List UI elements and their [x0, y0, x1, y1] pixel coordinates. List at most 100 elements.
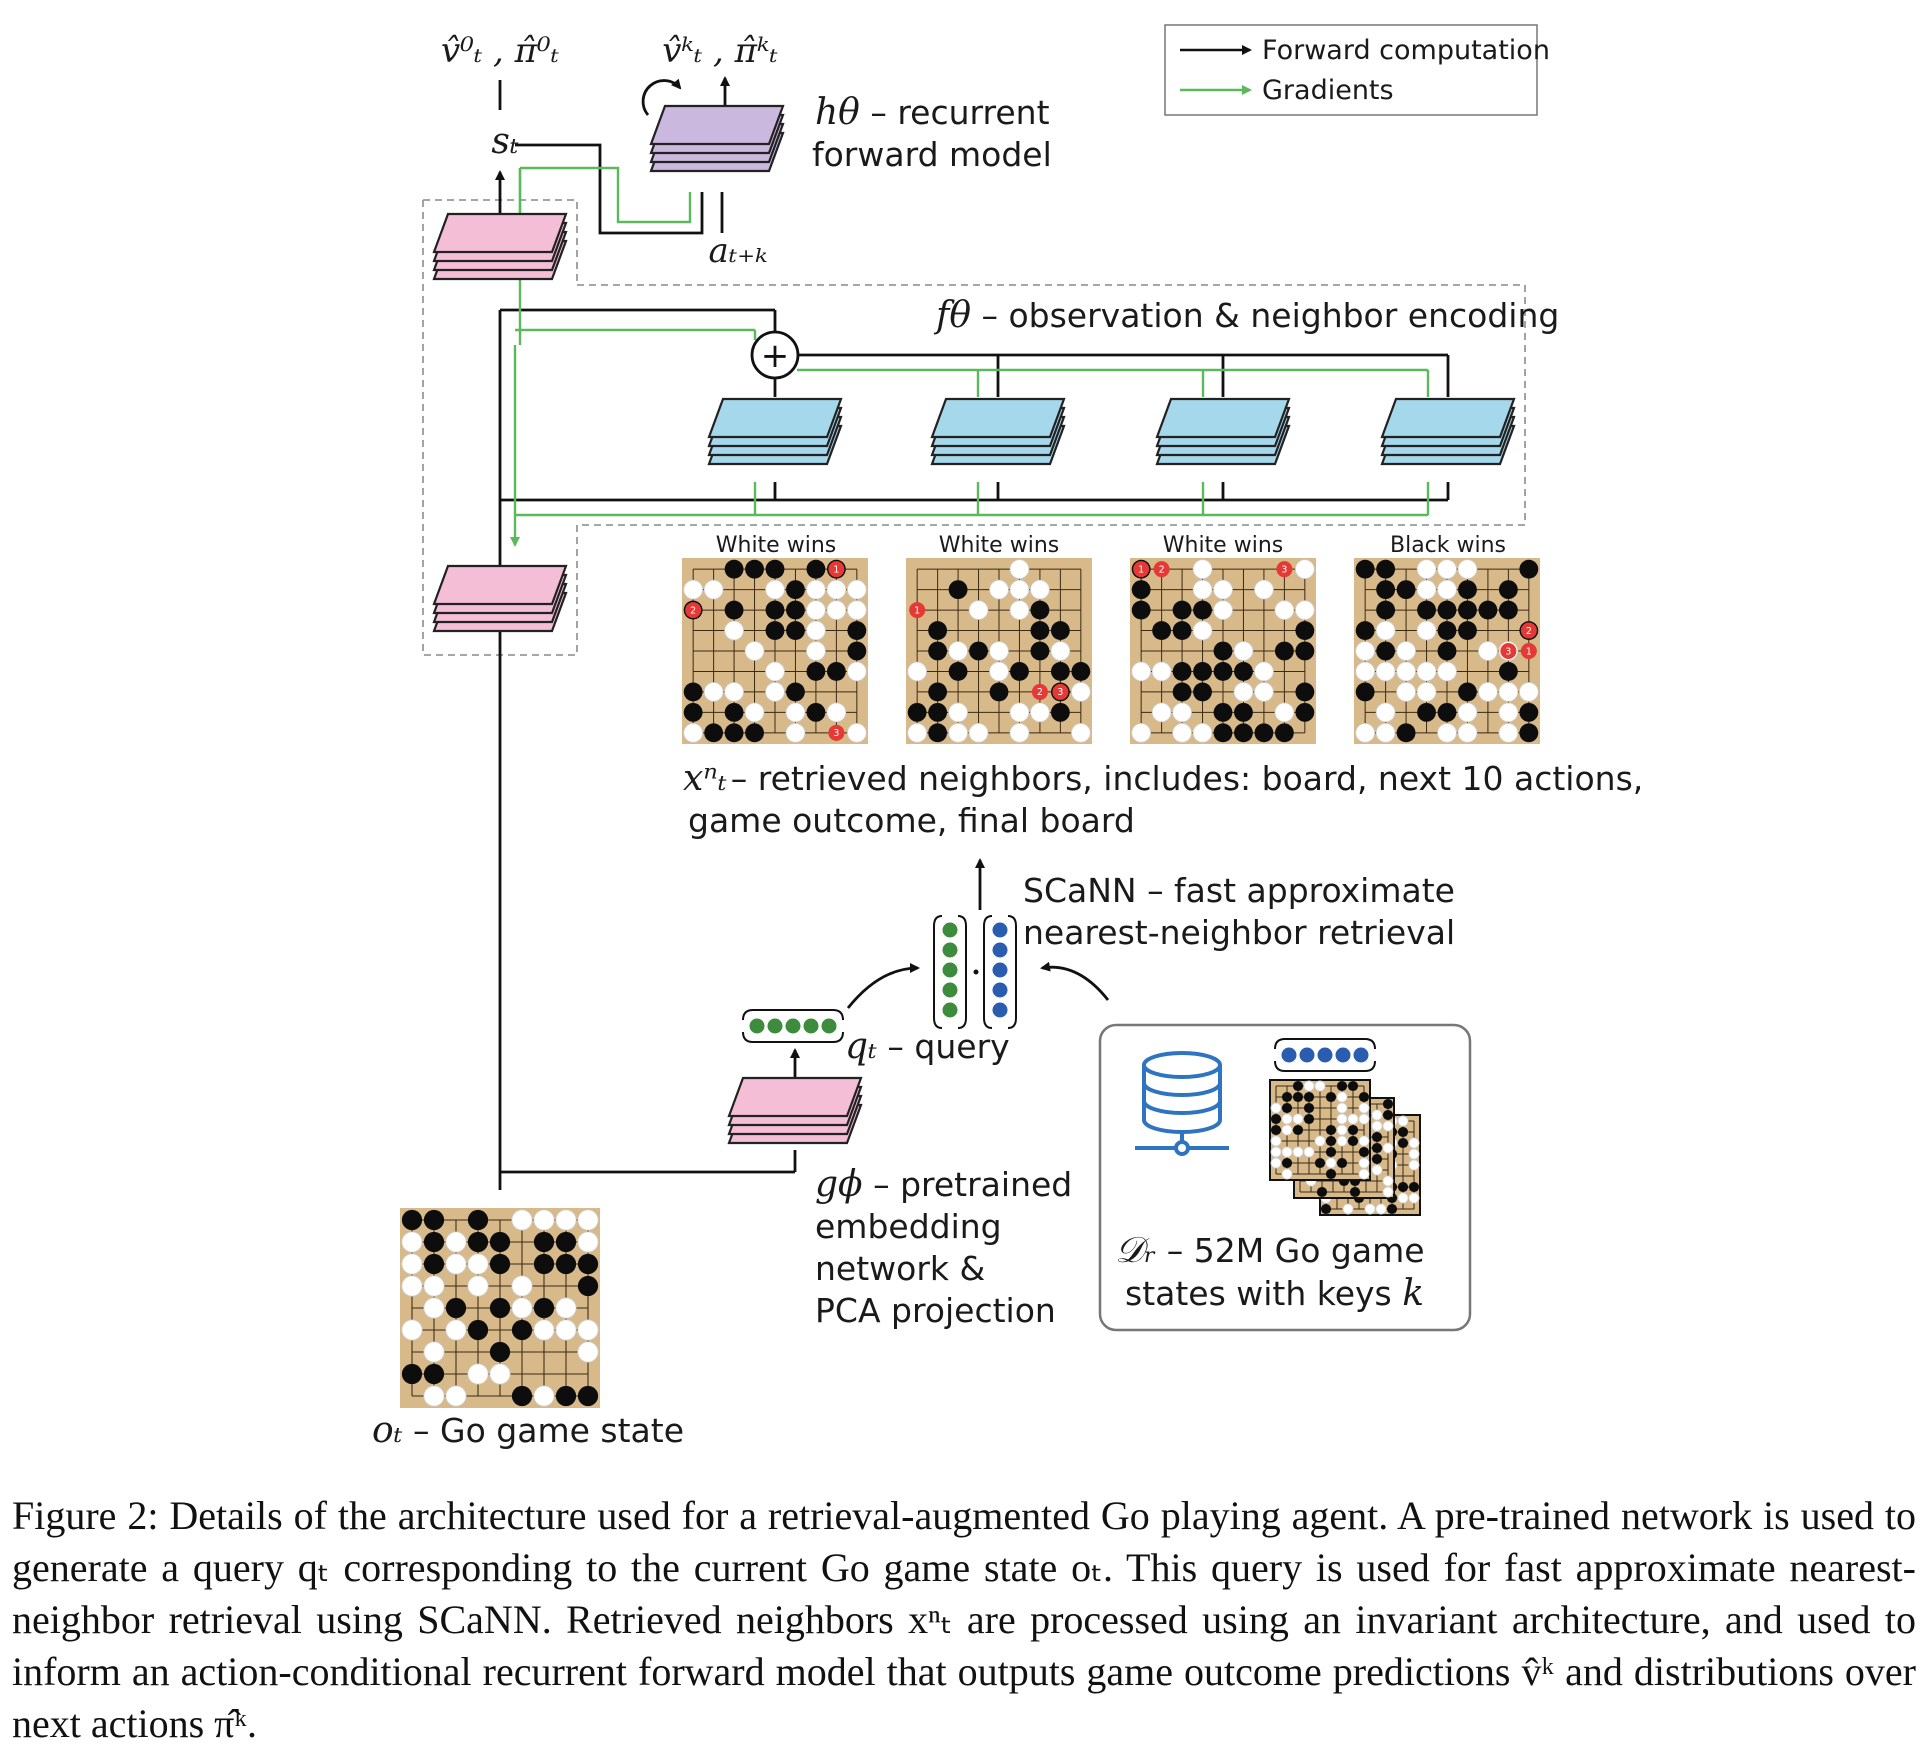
- step-k-prediction-label: v̂ᵏₜ , π̂ᵏₜ: [662, 31, 778, 71]
- white-stone: [765, 661, 785, 682]
- move-number: 2: [1159, 564, 1165, 575]
- white-stone: [1270, 1146, 1282, 1158]
- black-stone: [1193, 682, 1212, 702]
- black-stone: [1336, 1080, 1348, 1092]
- white-stone: [826, 579, 847, 600]
- black-stone: [1030, 600, 1050, 620]
- black-stone: [724, 702, 744, 722]
- white-stone: [1416, 661, 1437, 682]
- white-stone: [1375, 620, 1396, 641]
- black-stone: [989, 682, 1009, 702]
- black-stone: [1316, 1186, 1328, 1198]
- black-stone: [1437, 641, 1457, 661]
- g-phi-stack: [727, 1076, 863, 1145]
- black-stone: [1458, 580, 1477, 600]
- black-stone: [724, 600, 744, 620]
- white-stone: [1131, 723, 1151, 743]
- black-stone: [511, 1385, 533, 1407]
- black-stone: [1292, 1091, 1304, 1103]
- white-stone: [1355, 641, 1375, 661]
- black-stone: [1325, 1091, 1337, 1103]
- white-stone: [1371, 1120, 1383, 1132]
- move-number: 3: [1505, 646, 1511, 657]
- figure-caption: Figure 2: Details of the architecture us…: [12, 1493, 1916, 1746]
- white-stone: [1009, 559, 1030, 579]
- vector-element: [785, 1018, 801, 1034]
- white-stone: [577, 1319, 599, 1341]
- vector-bracket: [957, 915, 967, 1029]
- white-stone: [401, 1253, 423, 1275]
- white-stone: [1358, 1157, 1370, 1169]
- gradient-connections: [510, 166, 1430, 547]
- black-stone: [555, 1231, 577, 1253]
- black-stone: [1347, 1135, 1359, 1147]
- vector-element: [942, 922, 958, 938]
- black-stone: [1234, 662, 1253, 681]
- neighbors-label-line2: game outcome, final board: [688, 801, 1135, 840]
- black-stone: [765, 600, 785, 620]
- move-marker: [1153, 561, 1170, 578]
- layer-plate: [1380, 397, 1516, 439]
- black-stone: [948, 662, 968, 681]
- white-stone: [1375, 661, 1396, 682]
- vector-element: [992, 922, 1008, 938]
- black-stone: [683, 702, 703, 722]
- white-stone: [1519, 682, 1539, 702]
- move-marker: [828, 561, 845, 578]
- dot-product-vectors: [933, 915, 1017, 1029]
- white-stone: [1274, 600, 1295, 620]
- vector-bracket: [933, 915, 943, 1029]
- white-stone: [1336, 1124, 1348, 1136]
- white-stone: [577, 1341, 599, 1363]
- white-stone: [847, 661, 867, 682]
- move-marker: [1031, 683, 1048, 700]
- white-stone: [555, 1297, 577, 1319]
- encoder-stack-bottom: [432, 564, 568, 633]
- g-phi-label-line3: network &: [815, 1249, 985, 1288]
- black-stone: [1213, 723, 1233, 743]
- black-stone: [786, 600, 805, 620]
- layer-plate: [707, 397, 843, 439]
- white-stone: [1498, 702, 1519, 723]
- white-stone: [1131, 661, 1151, 682]
- white-stone: [1382, 1175, 1394, 1187]
- vector-element: [942, 942, 958, 958]
- white-stone: [1416, 579, 1437, 600]
- black-stone: [1347, 1080, 1359, 1092]
- white-stone: [785, 702, 806, 723]
- white-stone: [1336, 1113, 1348, 1125]
- white-stone: [1192, 559, 1213, 579]
- white-stone: [1358, 1135, 1370, 1147]
- white-stone: [765, 682, 785, 702]
- database-key-vector: [1274, 1038, 1376, 1072]
- black-stone: [1437, 621, 1457, 640]
- white-stone: [989, 661, 1009, 682]
- current-go-board: [400, 1208, 600, 1408]
- white-stone: [445, 1319, 467, 1341]
- black-stone: [1336, 1157, 1348, 1169]
- layer-plate: [432, 212, 568, 254]
- black-stone: [1498, 580, 1518, 600]
- black-stone: [826, 662, 846, 681]
- black-stone: [423, 1231, 445, 1253]
- white-stone: [445, 1231, 467, 1253]
- black-stone: [786, 621, 805, 640]
- black-stone: [1292, 1080, 1304, 1092]
- white-stone: [968, 723, 989, 743]
- legend-gradients-label: Gradients: [1262, 75, 1394, 106]
- black-stone: [1295, 702, 1315, 722]
- white-stone: [1274, 702, 1295, 723]
- black-stone: [786, 682, 805, 702]
- move-marker: [1276, 561, 1293, 578]
- black-stone: [1010, 662, 1029, 681]
- white-stone: [1314, 1135, 1326, 1147]
- black-stone: [467, 1319, 489, 1341]
- white-stone: [1071, 682, 1091, 702]
- black-stone: [1397, 1181, 1409, 1193]
- black-stone: [928, 682, 948, 702]
- white-stone: [401, 1319, 423, 1341]
- neighbor-board-1: 123: [682, 558, 868, 744]
- white-stone: [577, 1231, 599, 1253]
- g-phi-label: gϕ – pretrained: [815, 1164, 1072, 1205]
- black-stone: [928, 702, 948, 722]
